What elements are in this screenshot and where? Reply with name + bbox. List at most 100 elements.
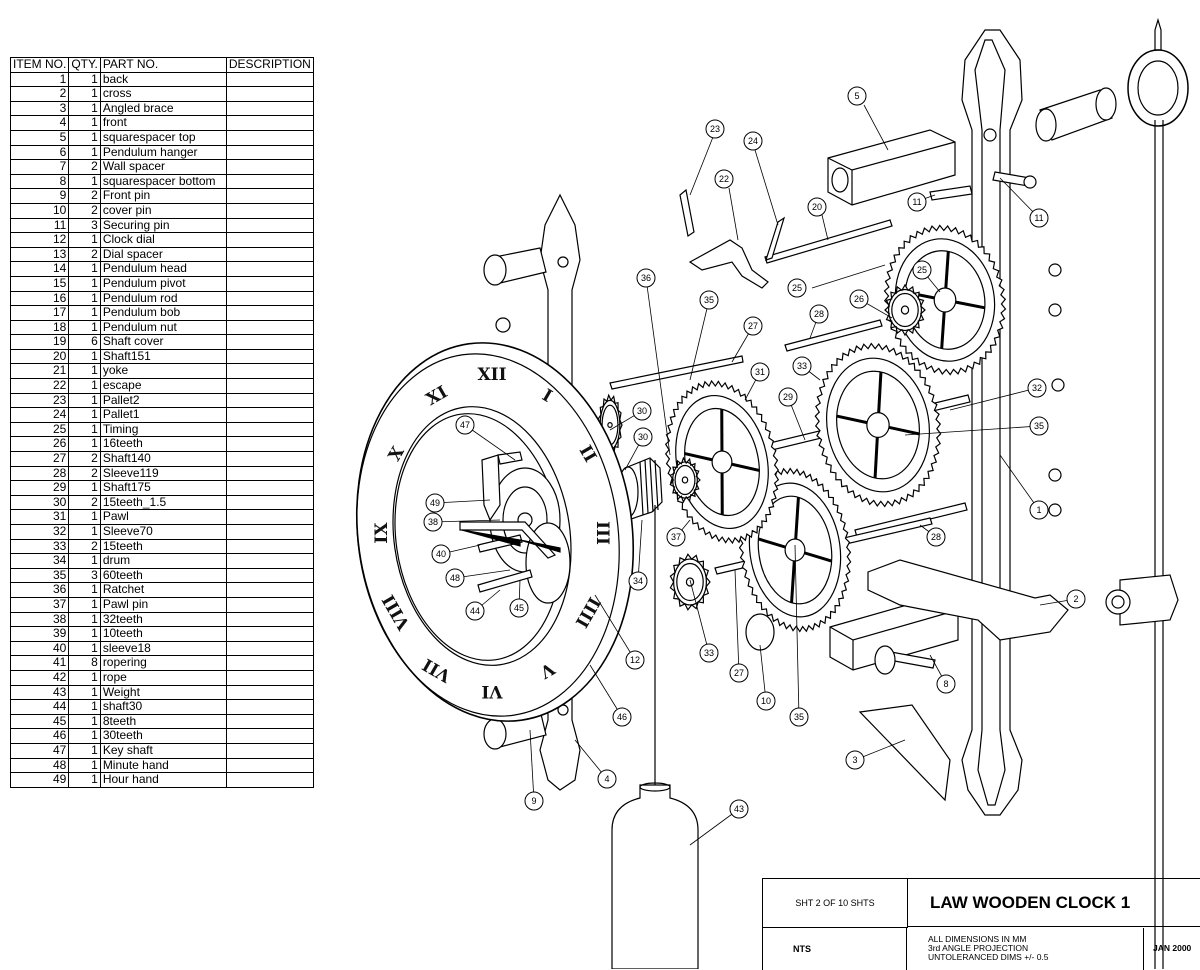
bom-qty: 1 (68, 772, 101, 788)
item-callout: 37 (666, 527, 686, 547)
bom-part-no: 10teeth (99, 626, 227, 642)
bom-item-no: 49 (9, 772, 70, 788)
item-callout: 1 (1029, 500, 1049, 520)
callout-label: 28 (931, 532, 941, 542)
callout-label: 45 (514, 603, 524, 613)
callout-label: 27 (734, 668, 744, 678)
callout-label: 24 (748, 136, 758, 146)
item-callout: 23 (705, 119, 725, 139)
bom-part-no: Pendulum nut (99, 319, 227, 336)
item-callout: 40 (431, 544, 451, 564)
bom-item-no: 34 (9, 553, 70, 569)
callout-label: 44 (470, 606, 480, 616)
bom-item-no: 27 (9, 451, 70, 467)
item-callout: 33 (699, 643, 719, 663)
dial-numeral: VI (481, 681, 503, 701)
bom-part-no: 60teeth (99, 567, 227, 584)
escapement-parts (679, 188, 786, 289)
front-pins (483, 247, 547, 750)
bom-part-no: Angled brace (99, 100, 227, 117)
item-callout: 27 (743, 316, 763, 336)
callout-label: 12 (630, 655, 640, 665)
item-callout: 5 (847, 86, 867, 106)
clock-hands (461, 529, 561, 553)
item-callout: 27 (729, 663, 749, 683)
callout-label: 4 (604, 774, 609, 784)
callout-label: 33 (797, 361, 807, 371)
callout-label: 30 (638, 432, 648, 442)
callout-label: 35 (794, 712, 804, 722)
callout-label: 38 (428, 517, 438, 527)
callout-label: 22 (719, 174, 729, 184)
weight-and-rope (611, 505, 699, 969)
leader-lines (432, 104, 1077, 846)
bom-qty: 8 (68, 655, 101, 671)
item-callout: 25 (912, 260, 932, 280)
drawing-notes: ALL DIMENSIONS IN MM 3rd ANGLE PROJECTIO… (928, 935, 1049, 962)
item-callout: 28 (809, 304, 829, 324)
item-callout: 9 (524, 791, 544, 811)
bom-part-no: Hour hand (99, 772, 227, 788)
dial-numeral: III (592, 521, 612, 545)
callout-label: 47 (460, 420, 470, 430)
callout-label: 43 (734, 804, 744, 814)
bom-item-no: 19 (9, 334, 70, 350)
back-plate (961, 29, 1065, 816)
callout-label: 3 (852, 755, 857, 765)
callout-label: 35 (1034, 421, 1044, 431)
item-callout: 2 (1066, 589, 1086, 609)
item-callout: 36 (636, 268, 656, 288)
bom-item-no: 22 (9, 378, 70, 394)
bom-part-no: Pallet2 (99, 392, 227, 409)
note-line: 3rd ANGLE PROJECTION (928, 943, 1029, 953)
bom-qty: 1 (68, 115, 101, 131)
item-callout: 45 (509, 598, 529, 618)
item-callout: 30 (633, 427, 653, 447)
item-callout: 32 (1027, 378, 1047, 398)
bom-part-no: Pendulum pivot (99, 275, 227, 292)
bom-item-no: 44 (9, 699, 70, 715)
callout-label: 36 (641, 273, 651, 283)
item-callout: 20 (807, 197, 827, 217)
item-callout: 49 (425, 493, 445, 513)
callout-label: 46 (617, 712, 627, 722)
callout-label: 8 (943, 679, 948, 689)
callout-label: 10 (761, 696, 771, 706)
item-callout: 26 (849, 289, 869, 309)
pendulum-assembly (1105, 17, 1189, 969)
bom-part-no: 8teeth (99, 713, 227, 730)
item-callout: 11 (907, 192, 927, 212)
pins (745, 171, 1037, 675)
item-callout: 4 (597, 769, 617, 789)
title-block-divider (1143, 928, 1144, 970)
callout-label: 23 (710, 124, 720, 134)
bom-qty: 1 (68, 421, 101, 438)
item-callout: 8 (936, 674, 956, 694)
title-block: SHT 2 OF 10 SHTS LAW WOODEN CLOCK 1 NTS … (762, 878, 1200, 970)
callout-label: 28 (814, 309, 824, 319)
callout-label: 1 (1036, 505, 1041, 515)
item-callout: 35 (789, 707, 809, 727)
item-callout: 28 (926, 527, 946, 547)
bom-part-no: Dial spacer (99, 246, 227, 263)
item-callout: 35 (699, 290, 719, 310)
